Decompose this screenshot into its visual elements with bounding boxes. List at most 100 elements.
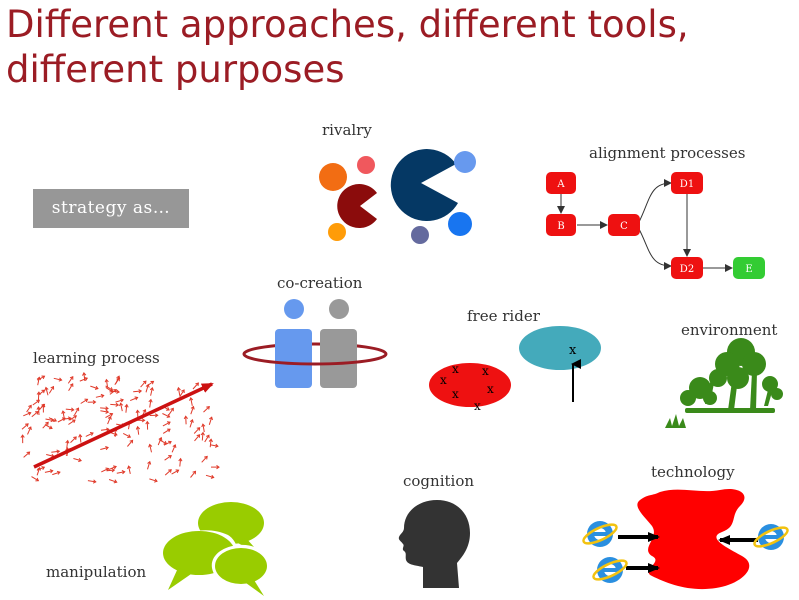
strategy-as-badge: strategy as…: [33, 189, 189, 228]
field-arrow-head: [89, 432, 94, 436]
field-arrow: [31, 411, 39, 418]
field-arrow: [32, 399, 40, 406]
field-arrow-head: [183, 415, 188, 420]
field-arrow-head: [25, 423, 29, 427]
field-arrow-head: [192, 470, 197, 475]
field-arrow-head: [127, 465, 132, 470]
node-c-label: C: [620, 221, 628, 232]
free-rider-mark: x: [440, 373, 447, 387]
field-arrow: [204, 434, 210, 443]
rivalry-bubble: [448, 212, 472, 236]
field-arrow: [62, 417, 71, 420]
field-arrow-head: [36, 376, 41, 381]
free-rider-mark: x: [452, 362, 459, 376]
field-arrow: [157, 437, 162, 446]
field-arrow-head: [69, 375, 74, 380]
field-arrow-head: [61, 410, 66, 415]
field-arrow-head: [168, 455, 172, 459]
field-arrow-head: [73, 436, 77, 440]
field-arrow-head: [111, 468, 116, 473]
learning-process-illustration: [20, 372, 220, 484]
field-arrow-head: [163, 440, 168, 445]
field-arrow-head: [129, 439, 134, 444]
field-arrow: [149, 444, 152, 453]
speech-bubbles-icon: [163, 502, 271, 596]
field-arrow: [107, 416, 112, 425]
field-arrow-head: [190, 405, 195, 410]
field-arrow: [201, 432, 204, 441]
field-arrow-head: [27, 411, 32, 416]
field-arrow: [171, 444, 176, 453]
field-arrow: [110, 403, 119, 406]
field-arrow: [208, 417, 213, 425]
learning-main-arrow: [33, 382, 214, 469]
field-arrow-head: [69, 383, 74, 387]
person-body-blue: [275, 329, 312, 388]
ring-front: [242, 353, 388, 366]
cognition-label: cognition: [403, 472, 475, 490]
field-arrow: [168, 408, 174, 416]
learning-process-label: learning process: [33, 349, 160, 367]
field-arrow: [48, 386, 54, 394]
field-arrow: [149, 399, 152, 408]
field-arrow-head: [41, 389, 46, 394]
field-arrow: [105, 413, 113, 419]
field-arrow-head: [176, 386, 181, 391]
field-arrow-head: [147, 460, 152, 465]
field-arrow: [73, 458, 82, 462]
field-arrow-head: [41, 466, 46, 470]
field-arrow: [122, 432, 131, 438]
slide-title: Different approaches, different tools, d…: [6, 2, 786, 92]
field-arrow-head: [170, 407, 174, 412]
rivalry-bubble: [454, 151, 476, 173]
field-arrow: [108, 479, 117, 483]
node-b-label: B: [557, 221, 564, 232]
field-arrow: [42, 421, 49, 429]
field-arrow-head: [48, 425, 53, 430]
field-arrow-head: [41, 403, 46, 408]
field-arrow-head: [27, 426, 32, 431]
field-arrow: [147, 461, 151, 470]
field-arrow-head: [167, 428, 171, 433]
free-rider-label: free rider: [467, 307, 540, 325]
field-arrow-head: [106, 427, 110, 432]
field-arrow: [36, 466, 45, 471]
field-arrow: [140, 380, 147, 388]
field-arrow-head: [216, 464, 220, 470]
node-d1-label: D1: [680, 179, 694, 190]
field-arrow-head: [135, 409, 140, 414]
edge-c-d1: [638, 179, 672, 223]
person-head-gray: [329, 299, 349, 319]
group-ellipse: [429, 363, 511, 407]
field-arrow-head: [127, 434, 132, 438]
field-arrow-head: [70, 407, 75, 412]
field-arrow: [162, 413, 170, 418]
field-arrow-head: [204, 455, 208, 460]
field-arrow: [38, 406, 40, 416]
field-arrow: [68, 383, 74, 392]
field-arrow: [145, 384, 149, 393]
field-arrow: [100, 447, 109, 450]
field-arrow-head: [36, 391, 41, 395]
field-arrow-head: [26, 451, 31, 456]
field-arrow: [70, 436, 77, 443]
field-arrow: [177, 387, 181, 396]
rivalry-illustration: [319, 149, 476, 244]
field-arrow-head: [100, 393, 105, 399]
field-arrow: [179, 458, 182, 467]
field-arrow-head: [105, 446, 109, 451]
field-arrow: [164, 469, 172, 476]
node-b: [546, 214, 576, 236]
field-arrow-head: [209, 416, 213, 421]
free-rider-mark: x: [482, 364, 489, 378]
field-arrow-head: [36, 466, 41, 471]
field-arrow-head: [71, 419, 76, 423]
field-arrow: [66, 440, 69, 449]
field-arrow-head: [84, 377, 89, 381]
field-arrow-head: [141, 418, 146, 423]
technology-illustration: [582, 488, 789, 590]
field-arrow-head: [120, 398, 124, 403]
field-arrow: [67, 376, 74, 384]
field-arrow: [128, 465, 131, 475]
